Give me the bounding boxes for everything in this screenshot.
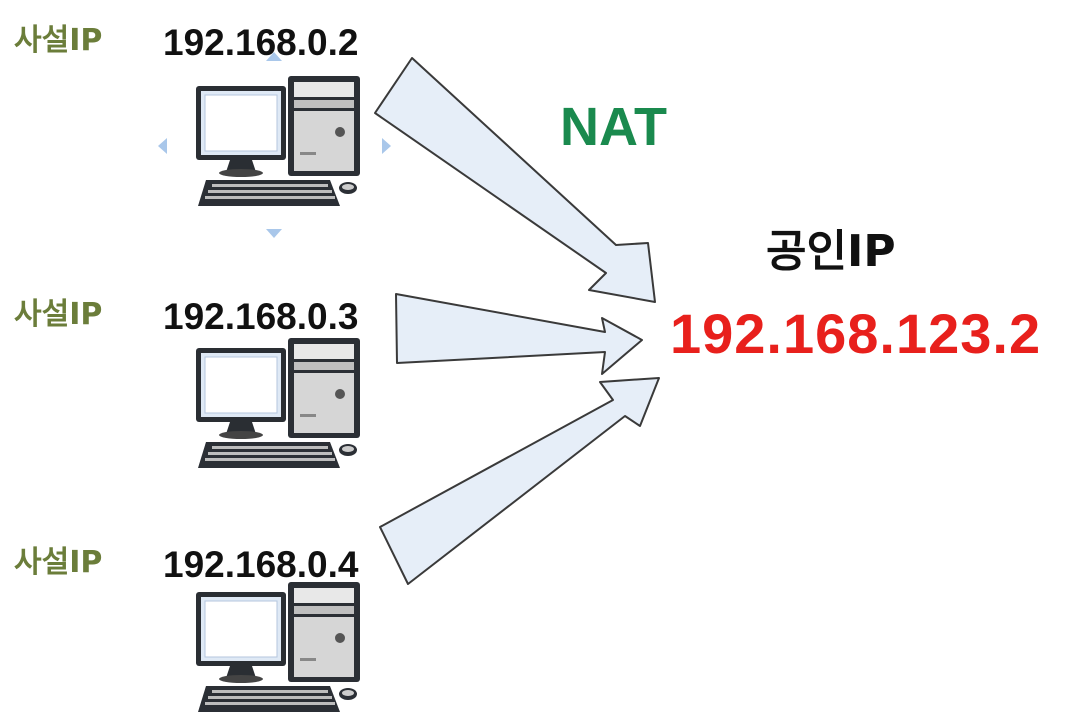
desktop-computer-icon[interactable] (190, 72, 370, 212)
selection-handle-bottom[interactable] (266, 229, 282, 238)
desktop-computer-icon[interactable] (190, 578, 370, 718)
selection-handle-right[interactable] (382, 138, 391, 154)
private-ip-label: 사설IP (14, 548, 102, 578)
arrow-host1-to-public (375, 58, 655, 302)
nat-label: NAT (560, 100, 667, 154)
public-ip-label: 공인IP (766, 230, 896, 274)
arrow-host2-to-public (396, 294, 642, 374)
private-ip-label: 사설IP (14, 300, 102, 330)
public-ip-address: 192.168.123.2 (670, 306, 1041, 362)
private-ip-address: 192.168.0.3 (163, 298, 358, 335)
private-ip-label: 사설IP (14, 26, 102, 56)
desktop-computer-icon[interactable] (190, 334, 370, 474)
arrow-host3-to-public (380, 378, 659, 584)
private-ip-address: 192.168.0.2 (163, 24, 358, 61)
selection-handle-left[interactable] (158, 138, 167, 154)
